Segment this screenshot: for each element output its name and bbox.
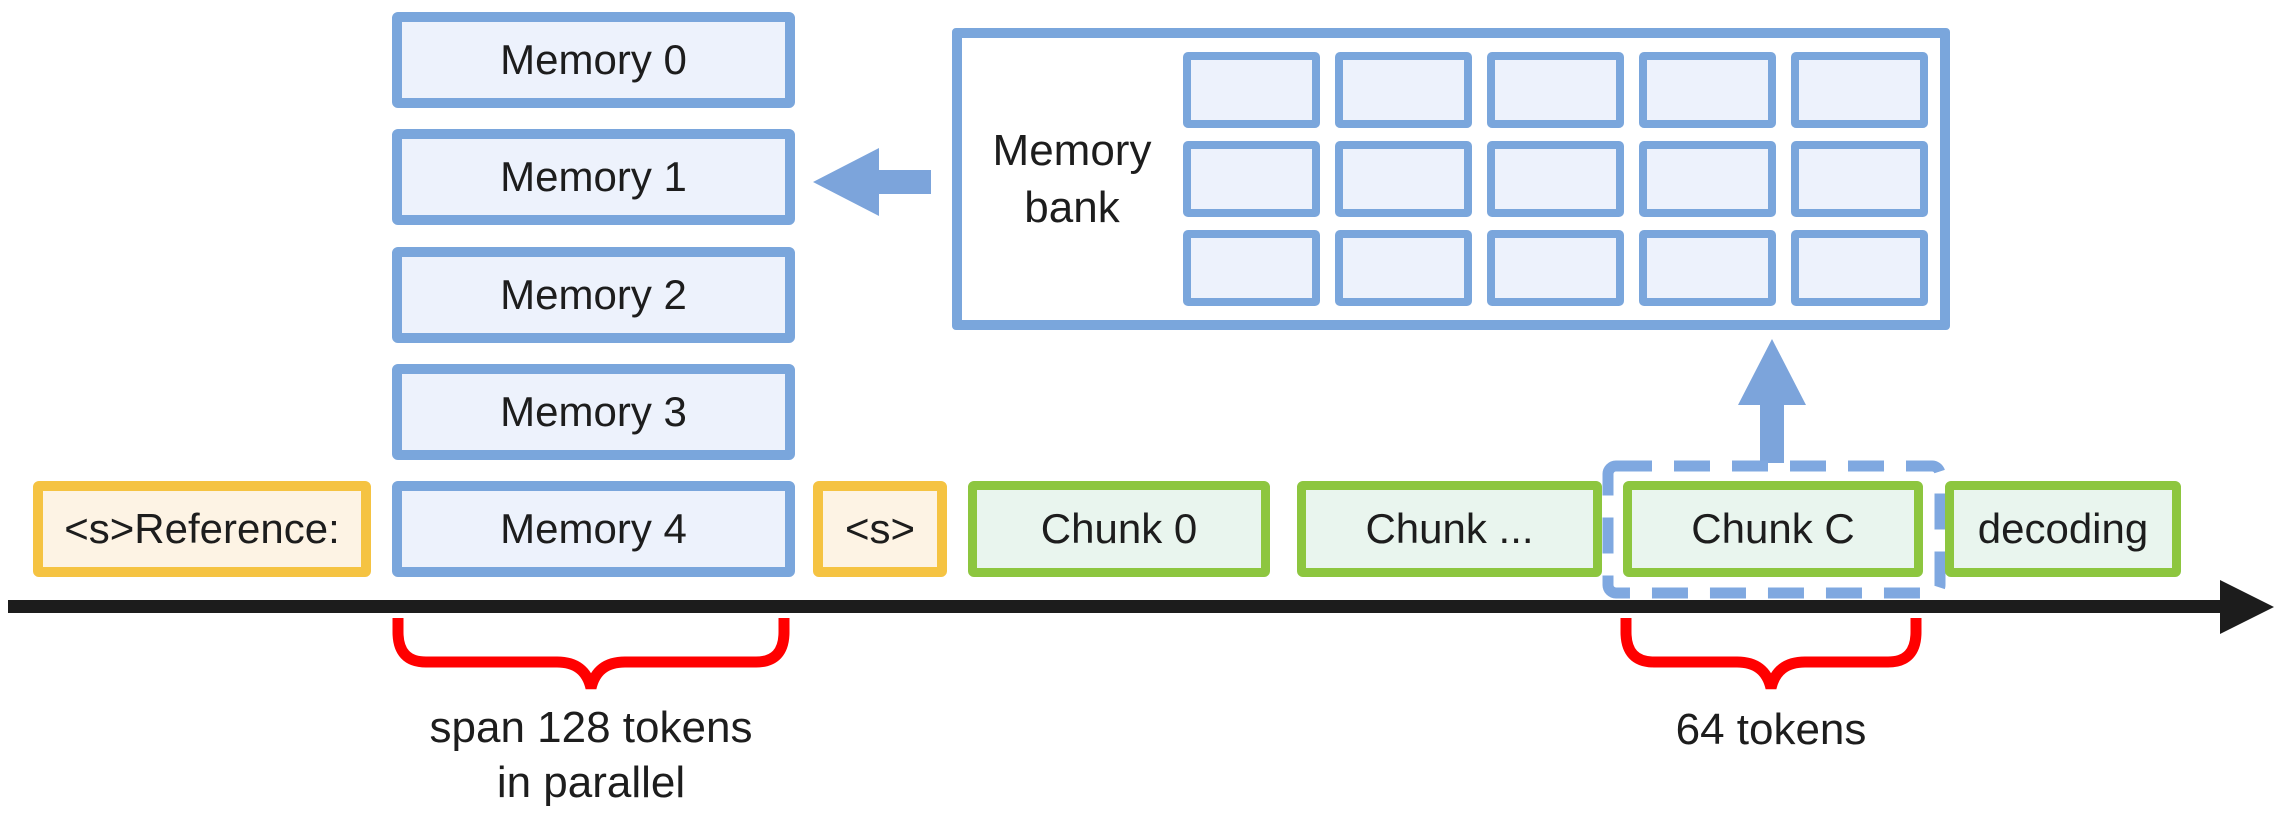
memory-slot [1791,141,1928,217]
span-tokens-label-line2: in parallel [496,758,686,807]
memory-slot [1487,52,1624,128]
memory-4-box: Memory 4 [392,481,795,577]
span-brace-icon [392,618,790,690]
memory-slot [1183,141,1320,217]
sixty-four-tokens-label: 64 tokens [1675,705,1867,754]
memory-slot [1335,52,1472,128]
tokens-brace-icon [1620,618,1922,690]
timeline-axis [8,600,2222,613]
memory-slot [1183,230,1320,306]
timeline-arrowhead-icon [2220,580,2274,634]
s-token-box: <s> [813,481,947,577]
memory-stack-box-2: Memory 2 [392,247,795,343]
memory-slot [1639,141,1776,217]
decoding-box: decoding [1945,481,2181,577]
chunk-0-box: Chunk 0 [968,481,1270,577]
span-tokens-label-line1: span 128 tokens [429,703,753,752]
span-tokens-label: span 128 tokens in parallel [391,700,791,810]
memory-slot [1335,230,1472,306]
memory-bank-grid [1183,52,1928,306]
memory-slot [1183,52,1320,128]
memory-bank: Memory bank [952,28,1950,330]
chunk-ellipsis-box: Chunk ... [1297,481,1602,577]
memory-bank-label: Memory bank [962,38,1182,320]
memory-stack-box-0: Memory 0 [392,12,795,108]
chunk-c-highlight-border [1602,460,1946,599]
memory-slot [1791,230,1928,306]
memory-stack-box-1: Memory 1 [392,129,795,225]
memory-slot [1639,230,1776,306]
memory-bank-label-line2: bank [1024,183,1120,232]
memory-slot [1487,230,1624,306]
bank-to-memory-arrow-icon [813,148,931,216]
memory-slot [1791,52,1928,128]
memory-stack-box-3: Memory 3 [392,364,795,460]
reference-token-box: <s>Reference: [33,481,371,577]
chunk-to-bank-arrow-icon [1738,339,1806,463]
chunk-c-box: Chunk C [1623,481,1923,577]
memory-slot [1487,141,1624,217]
memory-slot [1639,52,1776,128]
memory-slot [1335,141,1472,217]
memory-bank-label-line1: Memory [992,125,1152,175]
